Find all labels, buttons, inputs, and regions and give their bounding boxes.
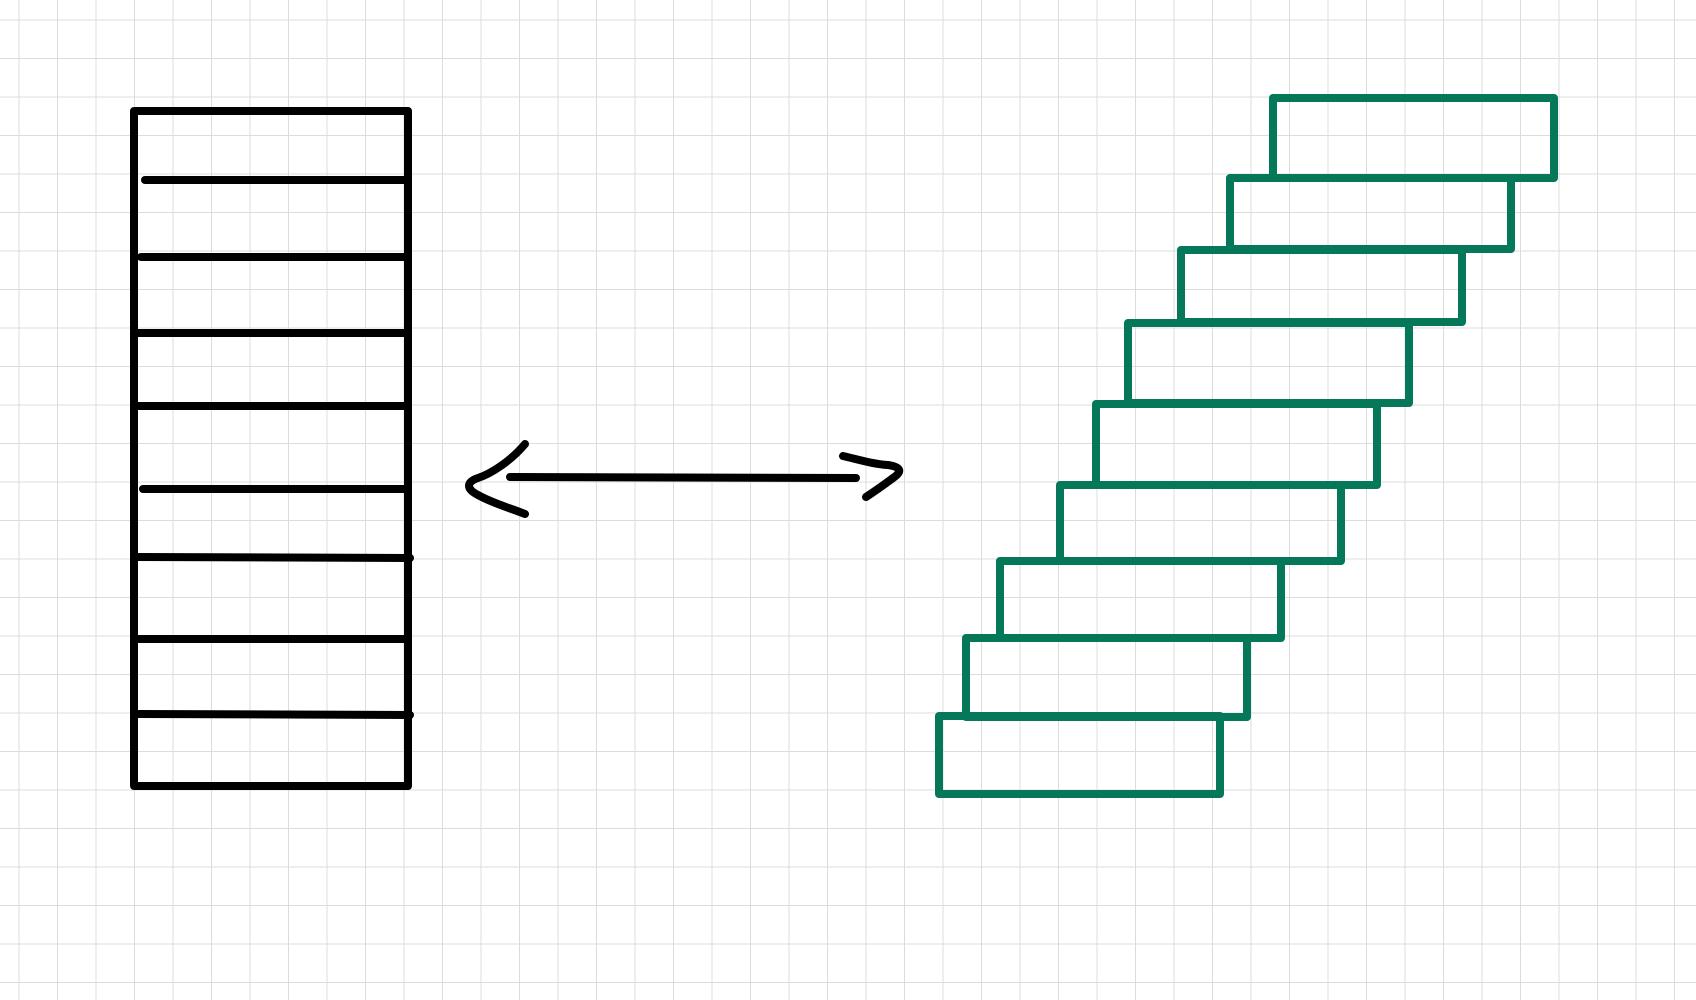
staircase-step[interactable] bbox=[1177, 246, 1466, 326]
double-arrow-connector[interactable] bbox=[465, 440, 904, 518]
stacked-block-outline[interactable] bbox=[130, 107, 412, 790]
stacked-block-divider bbox=[134, 553, 414, 562]
stacked-block-divider bbox=[134, 710, 414, 719]
arrow-head-left bbox=[465, 440, 529, 518]
staircase-block-diagram[interactable] bbox=[935, 94, 1558, 798]
staircase-step[interactable] bbox=[1226, 174, 1515, 253]
staircase-step[interactable] bbox=[1056, 481, 1345, 565]
stacked-block-diagram[interactable] bbox=[130, 107, 414, 790]
arrow-head-right bbox=[839, 452, 904, 501]
staircase-step[interactable] bbox=[996, 557, 1285, 642]
staircase-step[interactable] bbox=[1092, 400, 1381, 489]
arrow-shaft bbox=[506, 473, 860, 482]
staircase-step[interactable] bbox=[962, 634, 1251, 721]
staircase-step[interactable] bbox=[1269, 94, 1558, 182]
staircase-step[interactable] bbox=[935, 712, 1224, 798]
